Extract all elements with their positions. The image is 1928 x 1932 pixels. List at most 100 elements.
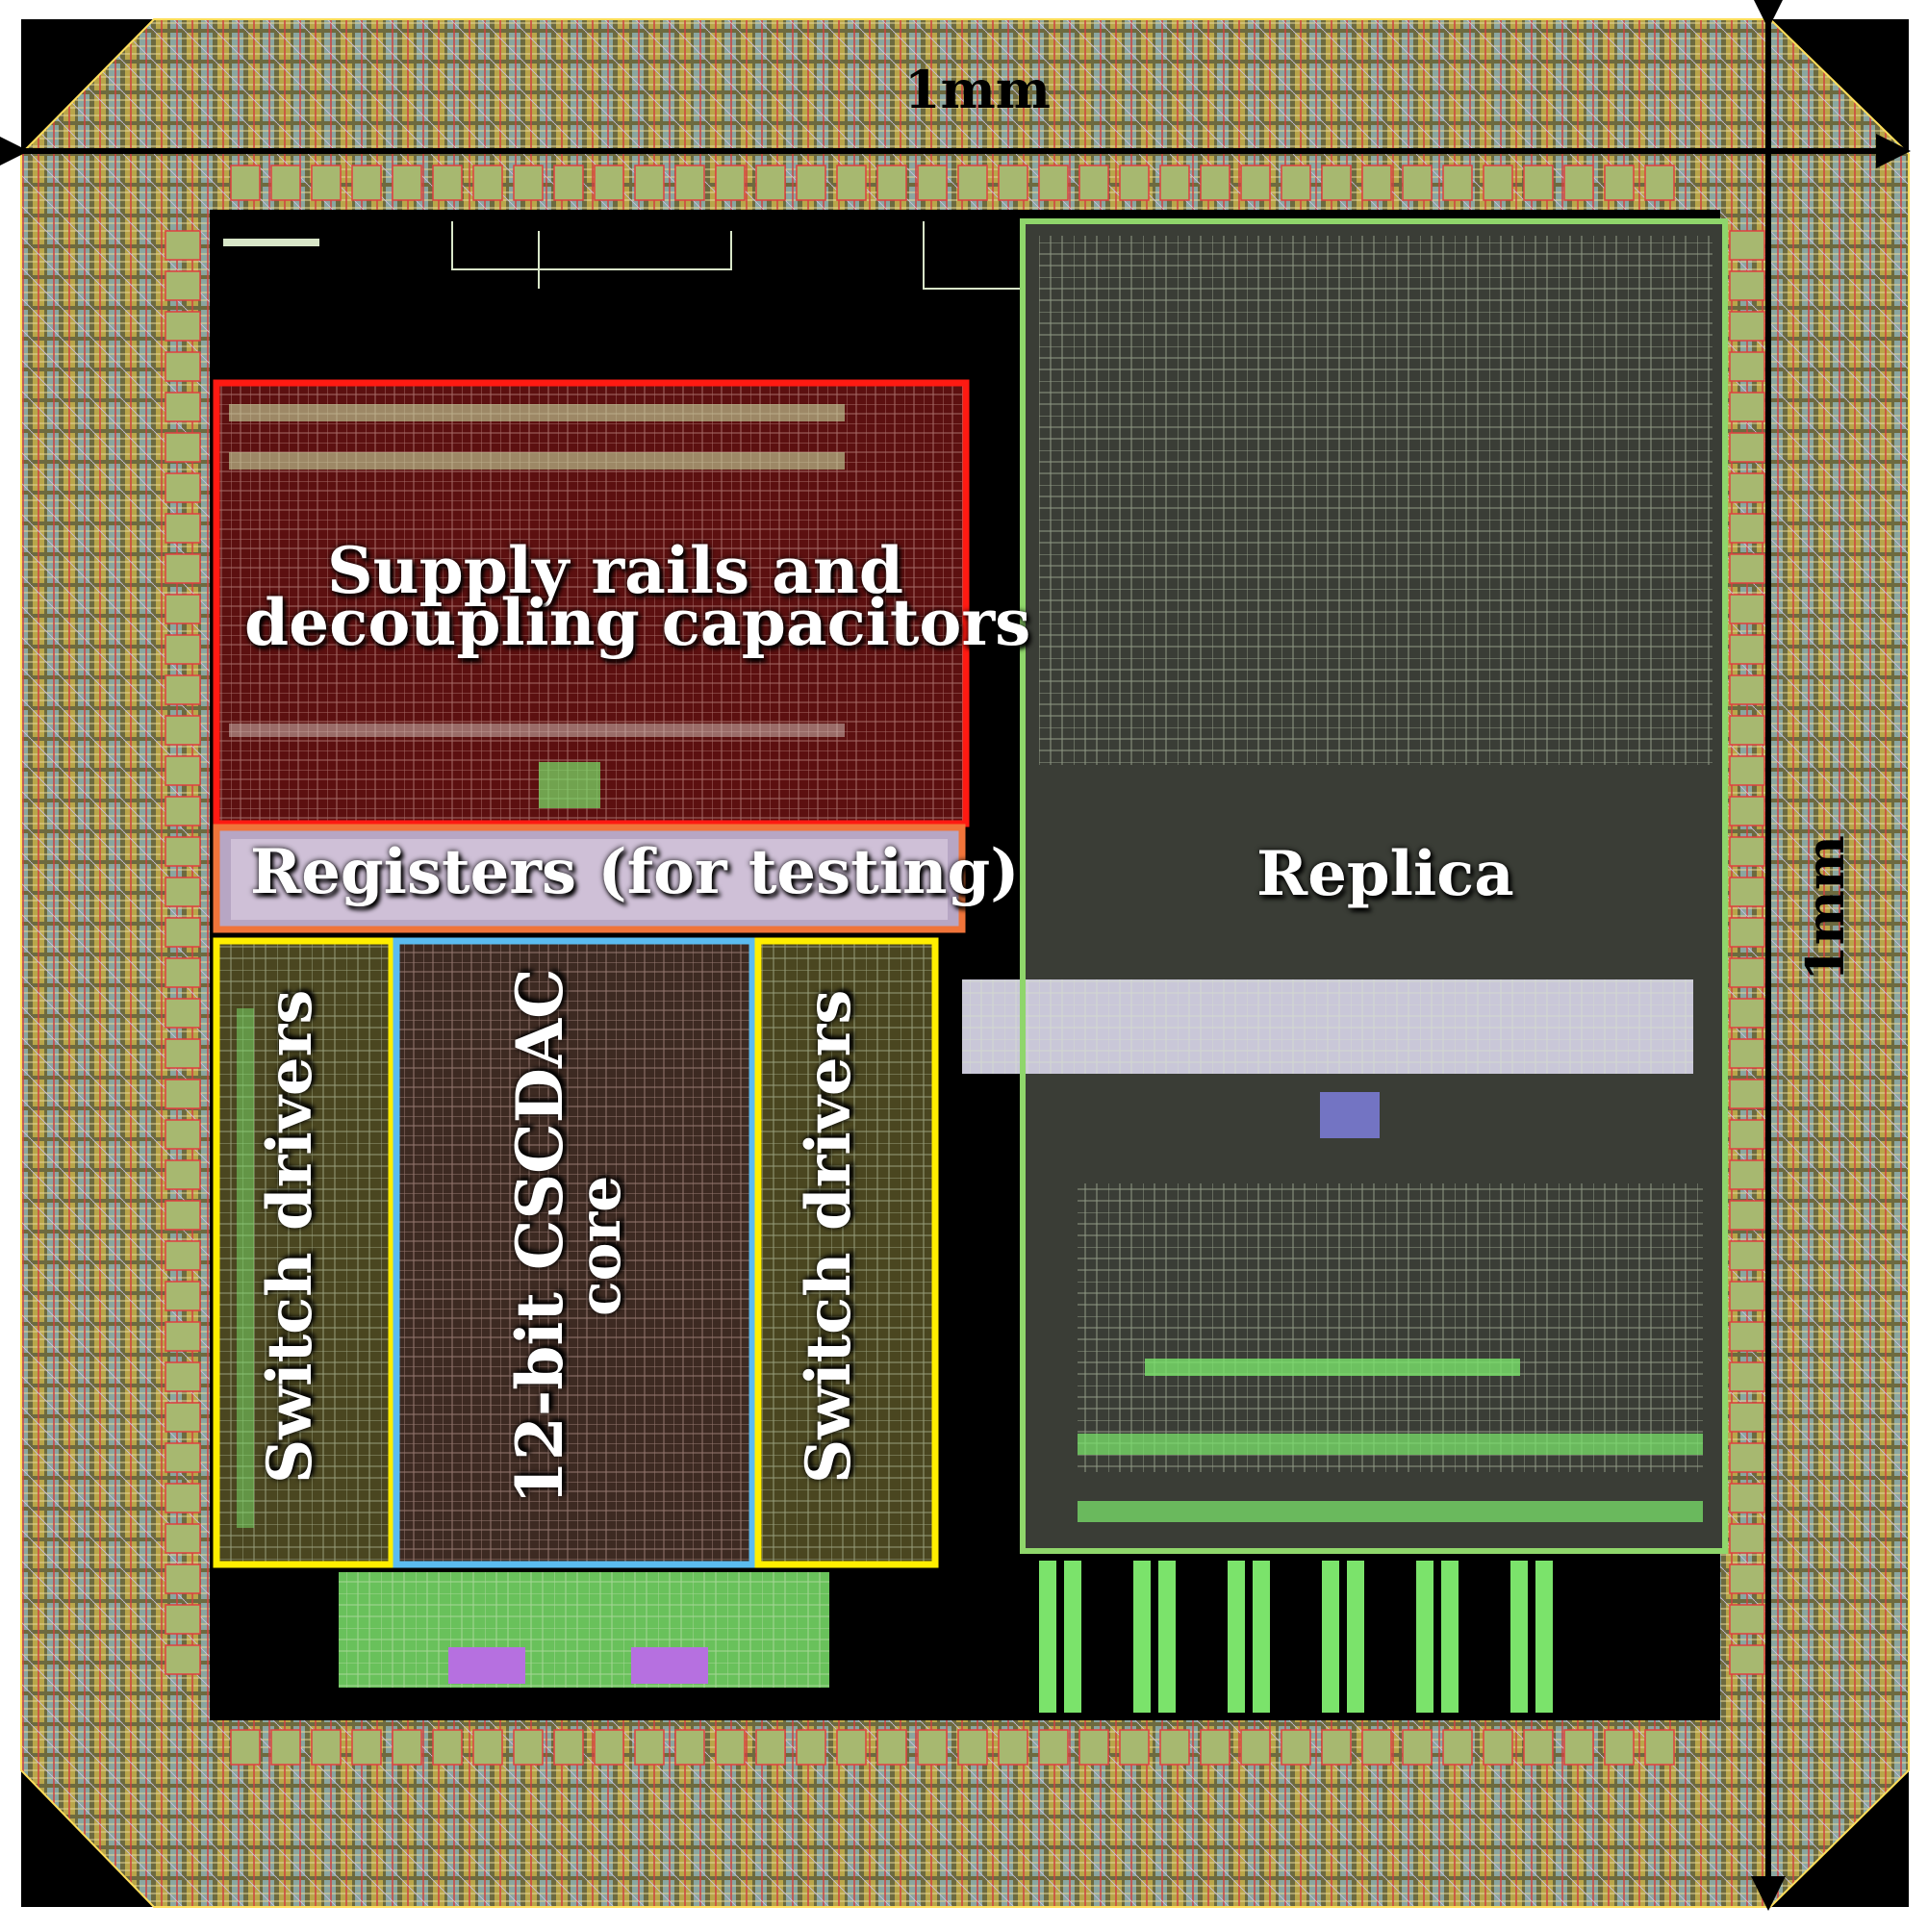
io-pad-cell bbox=[165, 513, 201, 544]
width-dimension-label: 1mm bbox=[904, 59, 1051, 120]
height-dimension-label: 1mm bbox=[1794, 835, 1856, 981]
io-pad-cell bbox=[165, 432, 201, 463]
io-pad-cell bbox=[1729, 836, 1765, 867]
io-pad-cell bbox=[1729, 1079, 1765, 1109]
supply-rails-block bbox=[213, 379, 970, 827]
io-pad-cell bbox=[1038, 165, 1069, 201]
io-pad-cell bbox=[165, 957, 201, 988]
io-pad-cell bbox=[1240, 1729, 1271, 1766]
io-pad-cell bbox=[165, 1361, 201, 1392]
io-pad-cell bbox=[165, 1119, 201, 1150]
io-pad-cell bbox=[1483, 1729, 1513, 1766]
io-pad-cell bbox=[836, 165, 867, 201]
io-pad-cell bbox=[1159, 1729, 1190, 1766]
io-pad-cell bbox=[270, 1729, 301, 1766]
io-pad-cell bbox=[674, 1729, 705, 1766]
io-pad-cell bbox=[165, 1159, 201, 1190]
io-pad-cell bbox=[1563, 165, 1594, 201]
io-pad-cell bbox=[165, 1563, 201, 1594]
io-pad-cell bbox=[634, 165, 665, 201]
io-pad-cell bbox=[351, 1729, 382, 1766]
io-pad-cell bbox=[674, 165, 705, 201]
io-pad-cell bbox=[230, 165, 261, 201]
io-pad-cell bbox=[1729, 351, 1765, 382]
io-pad-cell bbox=[634, 1729, 665, 1766]
io-pad-cell bbox=[1729, 755, 1765, 786]
bottom-pad-pillar bbox=[1347, 1561, 1364, 1713]
switch-drivers-right-outline bbox=[754, 937, 939, 1568]
bottom-pad-pillar bbox=[1441, 1561, 1459, 1713]
io-pad-cell bbox=[1442, 165, 1473, 201]
dac-core-label-line2: core bbox=[567, 1175, 634, 1316]
io-pad-cell bbox=[957, 165, 988, 201]
io-pad-cell bbox=[392, 165, 422, 201]
io-pad-cell bbox=[917, 165, 948, 201]
io-pad-cell bbox=[1402, 1729, 1433, 1766]
io-pad-cell bbox=[165, 836, 201, 867]
io-pad-cell bbox=[1119, 165, 1150, 201]
bottom-pad-structures bbox=[339, 1561, 1553, 1713]
io-pad-cell bbox=[311, 165, 342, 201]
io-pad-cell bbox=[1361, 1729, 1392, 1766]
io-pad-cell bbox=[1729, 513, 1765, 544]
io-pad-cell bbox=[1729, 917, 1765, 948]
io-pad-cell bbox=[513, 1729, 544, 1766]
io-pad-cell bbox=[432, 165, 463, 201]
io-pad-cell bbox=[1442, 1729, 1473, 1766]
io-pad-cell bbox=[796, 165, 826, 201]
io-pad-cell bbox=[1729, 1200, 1765, 1231]
io-pad-cell bbox=[1523, 1729, 1554, 1766]
bottom-pad-pillar bbox=[1253, 1561, 1270, 1713]
io-pad-cell bbox=[1729, 1604, 1765, 1635]
io-pad-cell bbox=[392, 1729, 422, 1766]
io-pad-cell bbox=[1729, 553, 1765, 584]
io-pad-cell bbox=[1159, 165, 1190, 201]
io-pad-cell bbox=[165, 392, 201, 422]
io-pad-cell bbox=[715, 1729, 746, 1766]
io-pad-cell bbox=[998, 165, 1028, 201]
io-pad-cell bbox=[1729, 1361, 1765, 1392]
dac-core-label-line1: 12-bit CSCDAC bbox=[502, 968, 577, 1505]
io-pad-cell bbox=[1729, 472, 1765, 503]
io-pad-cell bbox=[1729, 270, 1765, 301]
io-pad-cell bbox=[1523, 165, 1554, 201]
io-pad-cell bbox=[1729, 715, 1765, 746]
io-pad-cell bbox=[1729, 796, 1765, 826]
io-pad-cell bbox=[1729, 1038, 1765, 1069]
switch-drivers-left-block bbox=[213, 937, 395, 1568]
io-pad-cell bbox=[165, 472, 201, 503]
io-pad-cell bbox=[1729, 311, 1765, 342]
io-pad-cell bbox=[1483, 165, 1513, 201]
io-pad-cell bbox=[1729, 432, 1765, 463]
io-pad-cell bbox=[1729, 877, 1765, 907]
io-pad-cell bbox=[165, 917, 201, 948]
io-pad-cell bbox=[1729, 1644, 1765, 1675]
io-pad-cell bbox=[1729, 1402, 1765, 1433]
switch-drivers-right-block bbox=[754, 937, 939, 1568]
replica-label: Replica bbox=[1256, 838, 1514, 910]
io-pad-cell bbox=[165, 351, 201, 382]
io-pad-cell bbox=[165, 1483, 201, 1513]
io-pad-cell bbox=[1200, 165, 1230, 201]
io-pad-cell bbox=[1729, 674, 1765, 705]
io-pad-cell bbox=[1729, 957, 1765, 988]
io-pad-cell bbox=[165, 674, 201, 705]
io-pad-cell bbox=[165, 634, 201, 665]
io-pad-cell bbox=[1321, 165, 1352, 201]
io-pad-cell bbox=[1729, 392, 1765, 422]
io-pad-cell bbox=[1729, 1240, 1765, 1271]
replica-block bbox=[962, 218, 1728, 1554]
io-pad-cell bbox=[165, 230, 201, 261]
switch-drivers-left-outline bbox=[213, 937, 395, 1568]
bottom-pad-pillar bbox=[1064, 1561, 1081, 1713]
io-pad-cell bbox=[230, 1729, 261, 1766]
io-pad-cell bbox=[165, 1442, 201, 1473]
io-pad-cell bbox=[755, 165, 786, 201]
io-pad-cell bbox=[1604, 1729, 1635, 1766]
io-pad-cells bbox=[165, 165, 1765, 1766]
io-pad-cell bbox=[1729, 1119, 1765, 1150]
supply-rails-label-line1: Supply rails and bbox=[327, 533, 904, 608]
io-pad-cell bbox=[165, 1402, 201, 1433]
